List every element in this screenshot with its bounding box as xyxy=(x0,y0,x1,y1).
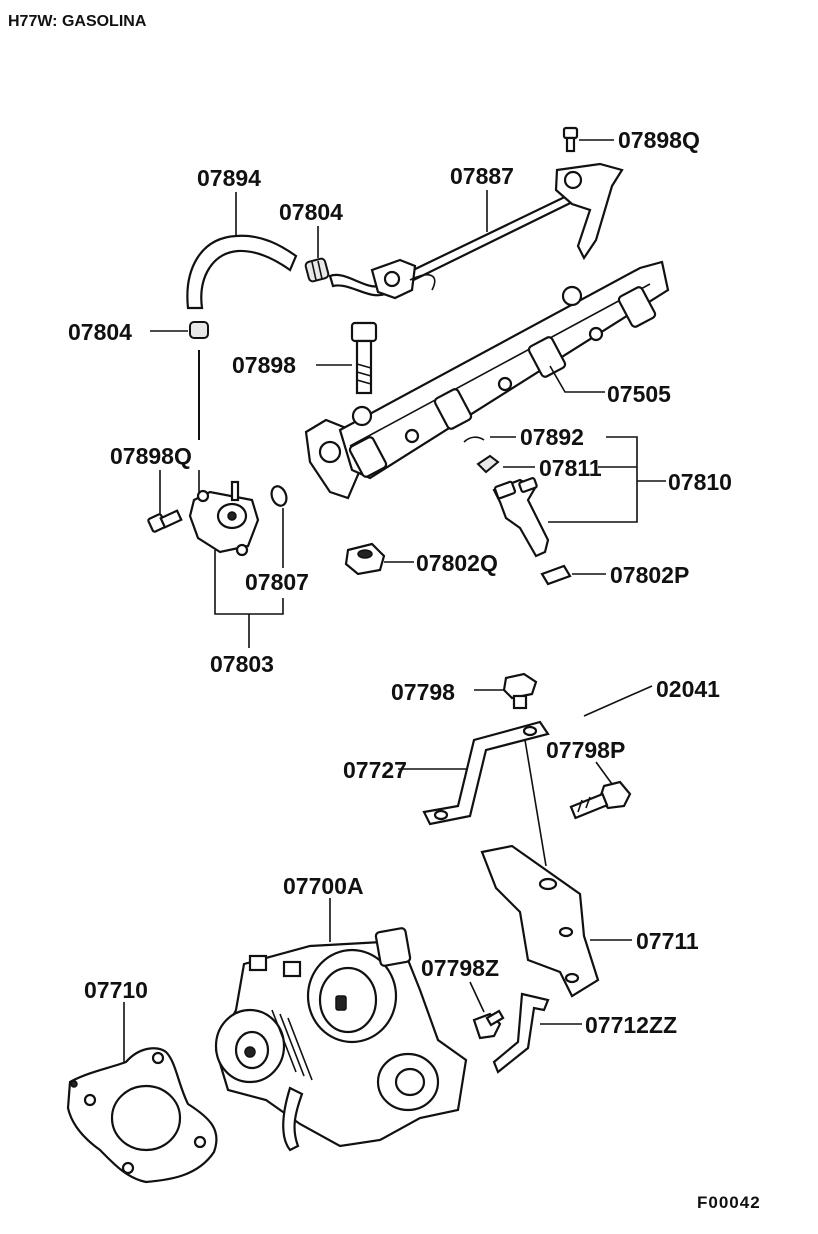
label-07894[interactable]: 07894 xyxy=(197,165,261,191)
label-07804-top[interactable]: 07804 xyxy=(279,199,343,225)
label-02041[interactable]: 02041 xyxy=(656,676,720,702)
bracket-07712zz[interactable] xyxy=(492,992,550,1074)
label-07807[interactable]: 07807 xyxy=(245,569,309,595)
label-07700a[interactable]: 07700A xyxy=(283,873,364,899)
label-07798[interactable]: 07798 xyxy=(391,679,455,705)
label-07505[interactable]: 07505 xyxy=(607,381,671,407)
pressure-regulator[interactable] xyxy=(188,480,260,557)
label-07802q[interactable]: 07802Q xyxy=(416,550,498,576)
label-07811[interactable]: 07811 xyxy=(539,455,602,481)
bolt-07798z[interactable] xyxy=(472,1009,505,1040)
insulator-07802q[interactable] xyxy=(344,542,386,576)
hose-07894[interactable] xyxy=(186,234,298,310)
bolt-07898[interactable] xyxy=(350,321,378,395)
label-07887[interactable]: 07887 xyxy=(450,163,514,189)
label-07892[interactable]: 07892 xyxy=(520,424,584,450)
gasket-07710[interactable] xyxy=(66,1047,218,1184)
model-header: H77W: GASOLINA xyxy=(8,13,147,30)
label-07710[interactable]: 07710 xyxy=(84,977,148,1003)
label-07727[interactable]: 07727 xyxy=(343,757,407,783)
injector-seal-07892[interactable] xyxy=(463,436,485,443)
injector-clip-07811[interactable] xyxy=(476,454,500,474)
fuel-pipe-07887[interactable] xyxy=(328,162,624,300)
label-07803[interactable]: 07803 xyxy=(210,651,274,677)
bracket-07727[interactable] xyxy=(422,720,550,826)
label-07712zz[interactable]: 07712ZZ xyxy=(585,1012,677,1038)
label-07810[interactable]: 07810 xyxy=(668,469,732,495)
injector-07810[interactable] xyxy=(492,477,550,558)
figure-code: F00042 xyxy=(697,1193,761,1212)
label-07802p[interactable]: 07802P xyxy=(610,562,689,588)
bolt-07898q-top[interactable] xyxy=(562,126,579,153)
label-07798p[interactable]: 07798P xyxy=(546,737,625,763)
clamp-07804-top[interactable] xyxy=(304,257,330,283)
label-07898q-left[interactable]: 07898Q xyxy=(110,443,192,469)
o-ring-07802p[interactable] xyxy=(540,564,572,586)
label-07798z[interactable]: 07798Z xyxy=(421,955,499,981)
throttle-body-07700a[interactable] xyxy=(214,927,468,1152)
bracket-07711[interactable] xyxy=(480,844,600,998)
bolt-07798[interactable] xyxy=(502,672,538,710)
label-07898[interactable]: 07898 xyxy=(232,352,296,378)
clamp-07804-left[interactable] xyxy=(189,321,209,339)
fuel-rail-07505[interactable] xyxy=(304,260,670,500)
bolt-07898q-left[interactable] xyxy=(147,509,183,533)
label-07711[interactable]: 07711 xyxy=(636,928,699,954)
label-07898q-top[interactable]: 07898Q xyxy=(618,127,700,153)
o-ring-07807[interactable] xyxy=(269,484,289,508)
bolt-07798p[interactable] xyxy=(569,780,632,820)
label-07804-left[interactable]: 07804 xyxy=(68,319,132,345)
